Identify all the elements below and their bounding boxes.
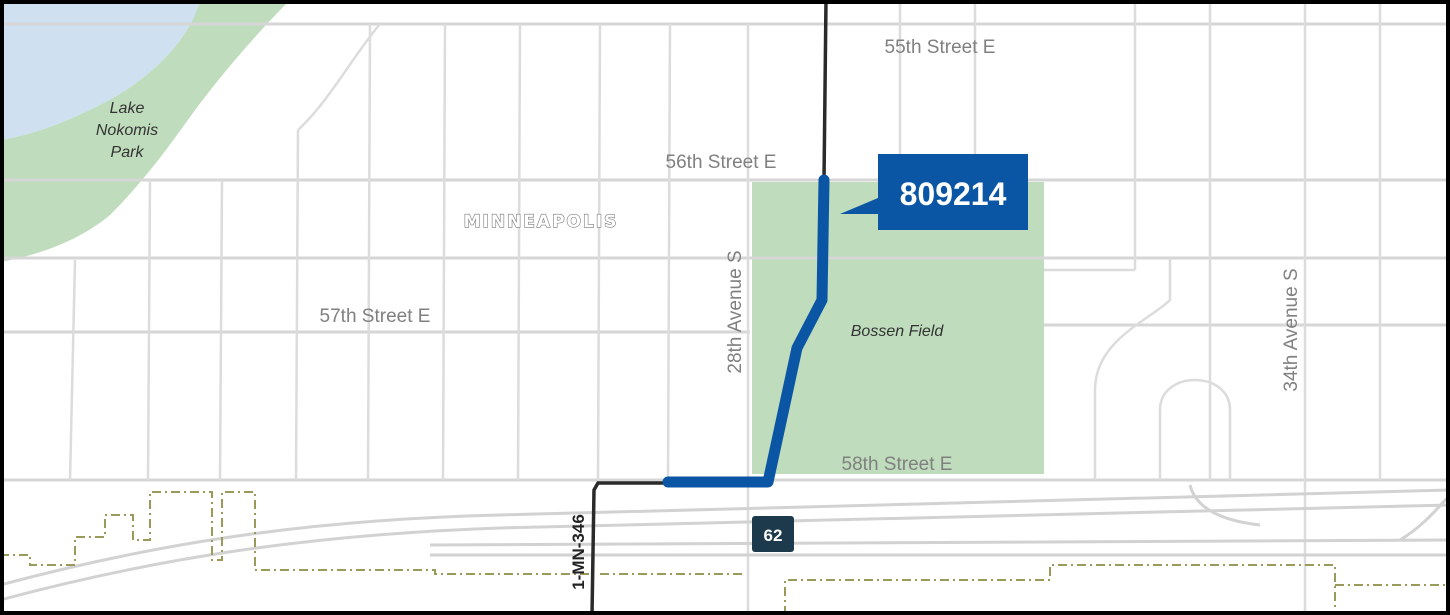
highway-lane [0, 503, 1450, 602]
lake-nokomis-park [0, 0, 290, 262]
curved-street [1093, 258, 1172, 480]
avenue-line [516, 23, 522, 481]
avenue-label-34th: 34th Avenue S [1281, 268, 1302, 391]
highway-lane [429, 538, 1450, 547]
city-label: MINNEAPOLIS [464, 212, 619, 232]
avenue-line [294, 129, 300, 481]
segment-809214-highlight [662, 174, 830, 488]
avenue-line [218, 179, 224, 481]
lake-label-line3: Park [111, 144, 145, 161]
route-label-1-mn-346: 1-MN-346 [569, 514, 588, 590]
street-label-57th: 57th Street E [320, 306, 431, 327]
avenue-line [441, 23, 447, 481]
highway-62-corridor [0, 484, 1450, 602]
highway-ramp [1188, 484, 1261, 527]
segment-callout-box [840, 154, 1028, 230]
street-label-56th: 56th Street E [666, 152, 777, 173]
loop-street [1158, 378, 1232, 480]
park-field-label: Bossen Field [851, 323, 945, 340]
lake-label-line2: Nokomis [96, 122, 158, 139]
avenue-line [146, 179, 152, 481]
segment-callout-text: 809214 [900, 176, 1007, 212]
diagonal-street [297, 23, 381, 131]
street-label-58th: 58th Street E [842, 454, 953, 475]
avenue-line [68, 259, 77, 481]
avenue-label-28th: 28th Avenue S [725, 250, 746, 373]
lake-nokomis-water [0, 0, 200, 140]
bossen-field-park [752, 182, 1044, 474]
lake-label-line1: Lake [110, 100, 145, 117]
avenue-line [666, 23, 672, 481]
avenue-line [366, 23, 372, 481]
street-label-55th: 55th Street E [885, 37, 996, 58]
highway-62-shield-text: 62 [764, 526, 783, 545]
highway-62-shield [752, 516, 794, 552]
avenue-line [596, 23, 602, 481]
route-line-1-mn-346 [590, 481, 668, 615]
highway-lane [0, 488, 1450, 587]
route-line-north [822, 0, 828, 181]
